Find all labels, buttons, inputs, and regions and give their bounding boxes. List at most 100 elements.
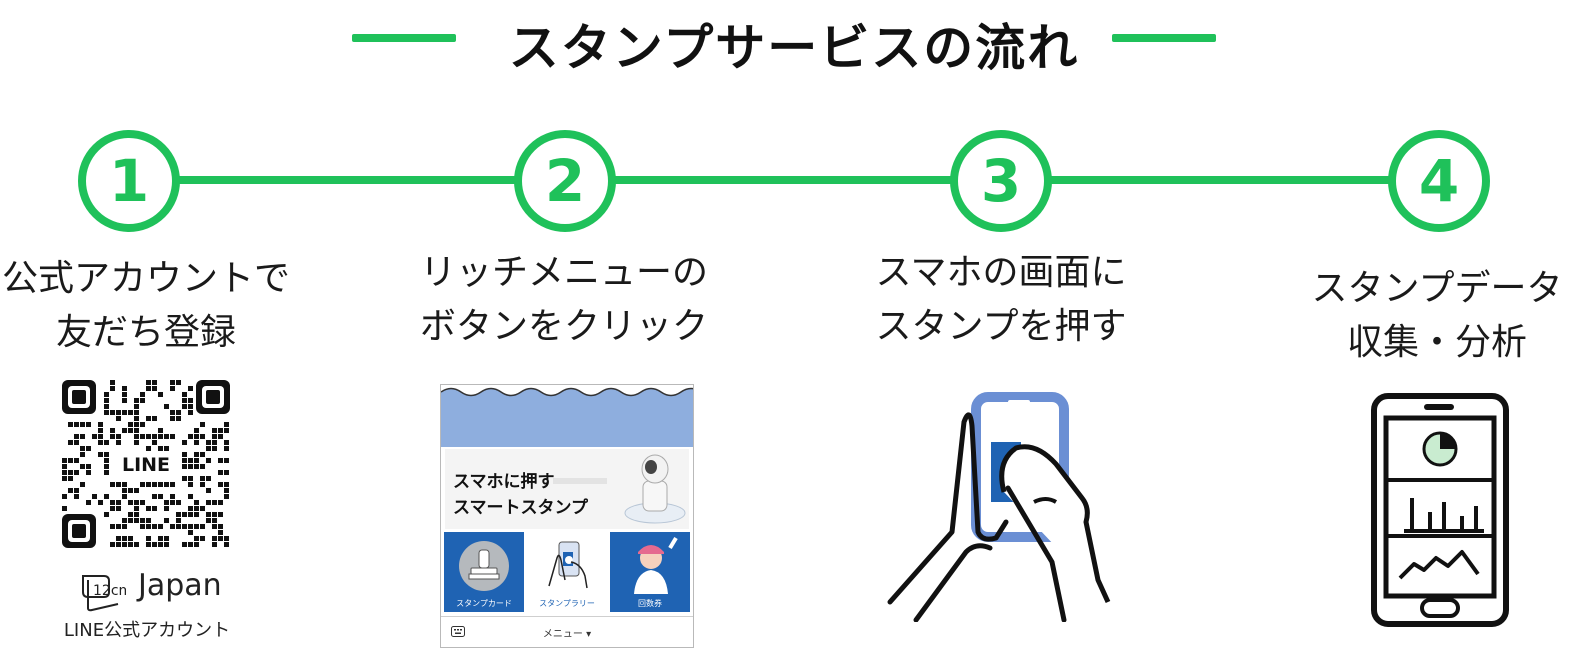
qr-module <box>188 530 193 535</box>
qr-module <box>104 470 109 475</box>
qr-module <box>110 482 115 487</box>
menu-bottom-bar[interactable]: メニュー ▾ <box>441 616 693 647</box>
qr-module <box>218 470 223 475</box>
qr-module <box>164 506 169 511</box>
qr-module <box>224 440 229 445</box>
qr-module <box>146 542 151 547</box>
qr-module <box>194 512 199 517</box>
qr-module <box>128 410 133 415</box>
qr-module <box>176 524 181 529</box>
qr-module <box>188 458 193 463</box>
step-2-circle: 2 <box>514 130 616 232</box>
qr-module <box>188 386 193 391</box>
qr-module <box>68 470 73 475</box>
qr-module <box>140 422 145 427</box>
step-3-circle: 3 <box>950 130 1052 232</box>
tile-ticket[interactable]: 回数券 <box>610 532 690 612</box>
qr-module <box>122 410 127 415</box>
step-2-label: リッチメニューの ボタンをクリック <box>412 246 716 354</box>
step-2-line2: ボタンをクリック <box>419 306 708 347</box>
qr-module <box>62 470 67 475</box>
qr-module <box>158 542 163 547</box>
qr-module <box>158 392 163 397</box>
qr-module <box>212 512 217 517</box>
phone-tap-icon <box>548 541 588 589</box>
qr-module <box>68 422 73 427</box>
qr-module <box>200 482 205 487</box>
qr-module <box>158 536 163 541</box>
keyboard-icon[interactable] <box>451 626 465 637</box>
qr-module <box>146 446 151 451</box>
qr-module <box>140 500 145 505</box>
qr-module <box>158 524 163 529</box>
qr-module <box>206 446 211 451</box>
qr-module <box>146 524 151 529</box>
qr-module <box>164 518 169 523</box>
qr-module <box>152 380 157 385</box>
qr-module <box>74 494 79 499</box>
title-rule-left <box>352 34 456 42</box>
qr-module <box>194 536 199 541</box>
qr-module <box>194 452 199 457</box>
qr-module <box>212 518 217 523</box>
qr-module <box>128 518 133 523</box>
qr-module <box>218 512 223 517</box>
qr-module <box>128 428 133 433</box>
qr-module <box>80 422 85 427</box>
qr-module <box>152 494 157 499</box>
qr-module <box>122 488 127 493</box>
menu-banner[interactable]: スマホに押す スマートスタンプ <box>445 449 689 529</box>
qr-code[interactable]: LINE <box>62 380 230 548</box>
qr-module <box>212 500 217 505</box>
qr-module <box>182 392 187 397</box>
qr-module <box>116 542 121 547</box>
qr-module <box>104 440 109 445</box>
brand-logo-text: 12cm <box>93 583 126 599</box>
qr-module <box>92 434 97 439</box>
qr-module <box>134 500 139 505</box>
qr-module <box>152 440 157 445</box>
qr-module <box>128 512 133 517</box>
qr-module <box>152 524 157 529</box>
qr-module <box>104 410 109 415</box>
title-area: スタンプサービスの流れ <box>0 0 1588 90</box>
qr-module <box>104 392 109 397</box>
qr-module <box>194 524 199 529</box>
qr-module <box>110 410 115 415</box>
menu-toggle-label[interactable]: メニュー ▾ <box>542 629 592 640</box>
qr-module <box>170 434 175 439</box>
qr-module <box>146 482 151 487</box>
qr-module <box>224 458 229 463</box>
qr-module <box>188 434 193 439</box>
qr-module <box>80 482 85 487</box>
tile-stamp-rally[interactable]: スタンプラリー <box>527 532 607 612</box>
qr-module <box>200 464 205 469</box>
analytics-phone-icon <box>1371 393 1509 627</box>
qr-module <box>140 482 145 487</box>
qr-module <box>116 536 121 541</box>
step-4-circle: 4 <box>1388 130 1490 232</box>
tile-ticket-label: 回数券 <box>638 599 662 608</box>
qr-module <box>218 428 223 433</box>
qr-module <box>194 500 199 505</box>
qr-module <box>134 398 139 403</box>
qr-module <box>152 416 157 421</box>
qr-module <box>110 506 115 511</box>
qr-module <box>140 524 145 529</box>
title-rule-right <box>1112 34 1216 42</box>
qr-module <box>122 542 127 547</box>
qr-module <box>224 494 229 499</box>
qr-module <box>218 524 223 529</box>
step-1-label: 公式アカウントで 友だち登録 <box>0 252 292 360</box>
qr-module <box>68 440 73 445</box>
qr-module <box>224 482 229 487</box>
bar-chart-icon <box>1404 498 1484 533</box>
qr-module <box>80 434 85 439</box>
qr-module <box>158 434 163 439</box>
qr-module <box>62 494 67 499</box>
qr-module <box>164 542 169 547</box>
qr-module <box>134 416 139 421</box>
qr-module <box>212 446 217 451</box>
qr-module <box>164 404 169 409</box>
tile-stamp-card[interactable]: スタンプカード <box>444 532 524 612</box>
